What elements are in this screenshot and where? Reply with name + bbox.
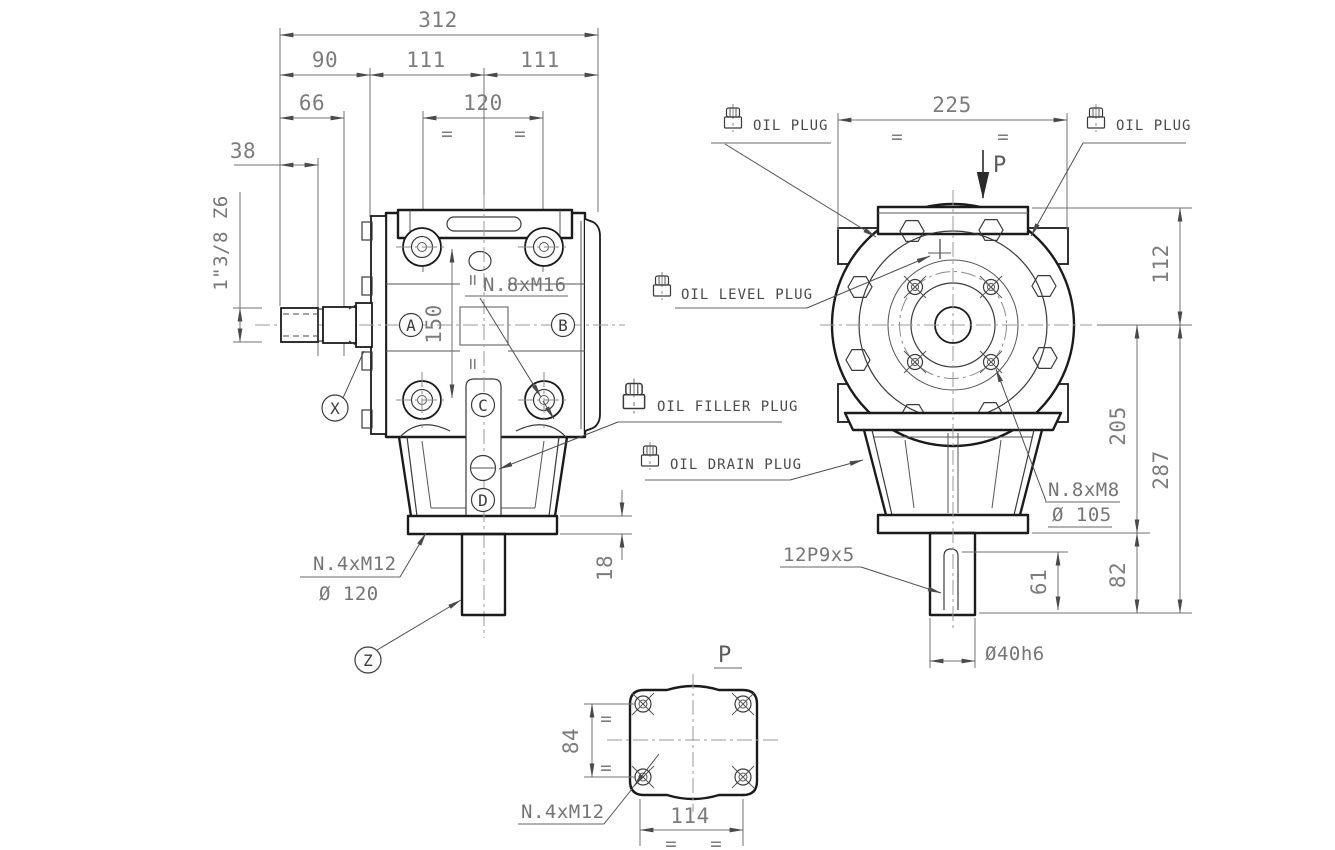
equal-mark: = xyxy=(514,123,525,145)
marker-x: X xyxy=(330,399,340,418)
side-vertical-dimensions: 112 287 205 82 61 xyxy=(962,207,1192,614)
plate-thickness-dim: 18 xyxy=(560,490,632,581)
oil-plug-icon xyxy=(723,103,743,133)
equal-mark: = xyxy=(462,274,484,285)
key-note: 12P9x5 xyxy=(783,544,855,566)
oil-drain-plug-callout: OIL DRAIN PLUG xyxy=(640,441,864,481)
front-top-dimensions: 312 90 111 111 66 120 = = 38 xyxy=(230,8,599,356)
bottom-view-label: P xyxy=(718,643,731,668)
input-shaft-spline-dim: 1"3/8 Z6 xyxy=(210,192,262,343)
oil-plug-right-label: OIL PLUG xyxy=(1116,118,1191,134)
base-bolt-note: N.4xM12 xyxy=(313,553,397,575)
oil-level-plug-callout: OIL LEVEL PLUG xyxy=(652,255,931,309)
equal-mark: = xyxy=(462,358,484,369)
dim-205: 205 xyxy=(1106,406,1130,445)
base-bolt-callout-front: N.4xM12 Ø 120 xyxy=(300,532,427,605)
dim-111-right: 111 xyxy=(520,48,559,72)
oil-level-plug-icon xyxy=(652,271,672,301)
equal-mark: = xyxy=(665,833,676,850)
bottom-bolt-note: N.4xM12 xyxy=(521,801,605,823)
dim-shaft-dia: Ø40h6 xyxy=(985,643,1045,665)
equal-mark: = xyxy=(891,126,902,148)
dim-90: 90 xyxy=(312,48,338,72)
marker-b: B xyxy=(558,316,568,335)
oil-drain-plug-label: OIL DRAIN PLUG xyxy=(670,457,802,473)
spline-shaft-label: 1"3/8 Z6 xyxy=(210,195,232,291)
face-bolt-note: N.8xM8 xyxy=(1048,479,1120,501)
dim-66: 66 xyxy=(299,91,325,115)
load-arrow: P xyxy=(976,150,1006,200)
dim-112: 112 xyxy=(1149,244,1173,283)
pedestal-side xyxy=(843,411,1063,535)
dim-225: 225 xyxy=(932,93,971,117)
oil-plug-callout-left: OIL PLUG xyxy=(711,103,877,238)
equal-mark: = xyxy=(997,126,1008,148)
base-circle-note: Ø 120 xyxy=(319,583,379,605)
oil-plug-callout-right: OIL PLUG xyxy=(1030,103,1191,237)
bolt-note-front: N.8xM16 xyxy=(483,274,567,296)
oil-level-plug-label: OIL LEVEL PLUG xyxy=(681,287,813,303)
side-view: P 225 = = 112 287 205 82 61 Ø40h6 N.8xM8 xyxy=(498,93,1192,668)
dim-120: 120 xyxy=(463,91,502,115)
dim-61: 61 xyxy=(1027,569,1051,595)
base-plate-outline xyxy=(628,684,759,801)
marker-a: A xyxy=(406,316,416,335)
dim-18: 18 xyxy=(593,555,617,581)
dim-287: 287 xyxy=(1149,450,1173,489)
bottom-bolt-callout: N.4xM12 xyxy=(518,753,660,825)
bottom-dimensions: 84 = = 114 = = xyxy=(559,703,744,850)
equal-mark: = xyxy=(441,123,452,145)
face-bolt-callout: N.8xM8 Ø 105 xyxy=(995,368,1120,528)
equal-mark: = xyxy=(600,708,611,730)
dim-150: 150 xyxy=(422,304,446,343)
marker-z: Z xyxy=(363,651,373,670)
marker-d: D xyxy=(478,491,488,510)
marker-c: C xyxy=(478,396,488,415)
bottom-view: P 84 = = 114 = = N.4xM12 xyxy=(518,643,780,850)
oil-plug-icon xyxy=(1086,103,1106,133)
oil-filler-plug-icon xyxy=(622,377,646,415)
dim-84: 84 xyxy=(559,728,583,754)
gearbox-housing-front xyxy=(355,208,601,536)
face-circle-note: Ø 105 xyxy=(1052,504,1112,526)
shaft-diameter-dim: Ø40h6 xyxy=(929,618,1045,668)
input-shaft-front xyxy=(280,304,357,346)
front-inner-dimensions: 150 = = N.8xM16 xyxy=(422,248,568,420)
oil-filler-plug-label: OIL FILLER PLUG xyxy=(657,399,798,415)
dim-111-left: 111 xyxy=(406,48,445,72)
keyway-slot xyxy=(943,548,959,610)
load-label: P xyxy=(993,153,1006,178)
flange-width-dim: 225 = = xyxy=(837,93,1068,230)
dim-overall-width: 312 xyxy=(418,8,457,32)
dim-38: 38 xyxy=(230,139,256,163)
section-markers: A B C D X Z xyxy=(321,312,576,674)
oil-filler-plug-callout: OIL FILLER PLUG xyxy=(498,377,798,470)
dim-114: 114 xyxy=(670,804,709,828)
dim-82: 82 xyxy=(1106,562,1130,588)
equal-mark: = xyxy=(600,757,611,779)
output-shaft-front xyxy=(460,532,507,617)
oil-drain-plug-icon xyxy=(640,441,660,471)
oil-plug-left-label: OIL PLUG xyxy=(753,118,828,134)
equal-mark: = xyxy=(710,833,721,850)
key-callout: 12P9x5 xyxy=(780,544,942,594)
front-view: 312 90 111 111 66 120 = = 38 1"3/8 Z6 xyxy=(210,8,632,674)
